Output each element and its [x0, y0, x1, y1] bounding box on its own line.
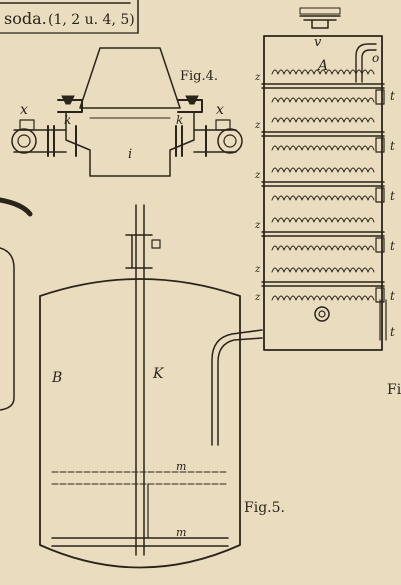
- column-label-v: v: [314, 35, 322, 50]
- fig5-label-K: K: [152, 366, 165, 382]
- column-label-z: z: [254, 170, 261, 181]
- column-coil: [271, 245, 375, 251]
- column-coil: [271, 167, 375, 173]
- column-trays: [261, 69, 385, 303]
- fig4-body: [65, 111, 195, 177]
- left-edge-fragment-bar: [0, 197, 33, 217]
- column-label-z: z: [254, 72, 261, 83]
- fig4-hood: [79, 47, 181, 109]
- column-coil: [271, 117, 375, 123]
- column-coil: [271, 217, 375, 223]
- column-overflow-pipe: [355, 43, 377, 83]
- fig5-label-m-upper: m: [176, 460, 186, 473]
- fig4-label-x-left: x: [20, 102, 28, 118]
- column-coil: [271, 267, 375, 273]
- column-t-labels: t t t t t t: [390, 89, 395, 339]
- fig5-vessel: [39, 278, 241, 569]
- fig4-caption: Fig.4.: [180, 69, 218, 84]
- fig4-group: x x k k i Fig.4.: [11, 47, 243, 177]
- column-group: v A o t t t t t t z z z z z z: [254, 7, 395, 351]
- column-coil: [271, 195, 375, 201]
- fig5-stirrer-lower: [51, 537, 229, 547]
- fig5-label-m-lower: m: [176, 526, 186, 539]
- column-label-A: A: [316, 58, 328, 74]
- column-label-z: z: [254, 264, 261, 275]
- fig4-pipe-end-right-inner: [223, 134, 237, 148]
- fig5-inlet-pipe: [211, 329, 263, 446]
- fig4-clamp-left: [61, 95, 75, 105]
- column-coil: [271, 145, 375, 151]
- column-label-z: z: [254, 220, 261, 231]
- column-tray-gauge: [375, 187, 385, 203]
- fig5-group: B K m m Fig.5.: [39, 204, 285, 569]
- column-z-labels: z z z z z z: [254, 72, 261, 303]
- column-tray-gauge: [375, 89, 385, 105]
- column-manhole-inner: [318, 310, 326, 318]
- column-tray-gauge: [375, 237, 385, 253]
- column-tray-plate: [261, 83, 385, 89]
- fig4-pipe-end-left: [11, 128, 37, 154]
- column-coil: [271, 97, 375, 103]
- column-coil: [271, 69, 375, 75]
- fig4-clamp-right: [185, 95, 199, 105]
- column-tray-gauge: [375, 137, 385, 153]
- column-shell: [263, 35, 383, 351]
- fig5-shaft: [135, 204, 145, 556]
- column-label-t: t: [390, 239, 395, 253]
- fig5-stirrer-upper: [51, 471, 229, 485]
- edge-fragment-fig: Fig: [387, 382, 401, 398]
- column-label-o: o: [372, 51, 379, 65]
- fig4-box-right: [215, 119, 231, 131]
- fig4-label-k-left: k: [64, 113, 71, 127]
- column-label-t: t: [390, 289, 395, 303]
- column-label-z: z: [254, 292, 261, 303]
- column-gauge-tube: [379, 299, 387, 341]
- fig4-pipe-flanges: [47, 125, 207, 157]
- fig5-caption: Fig.5.: [244, 500, 285, 516]
- column-manhole: [314, 306, 330, 322]
- header-refs: (1, 2 u. 4, 5): [48, 12, 135, 28]
- column-label-t: t: [390, 325, 395, 339]
- column-tray-plate: [261, 131, 385, 137]
- fig4-pipe-end-left-inner: [17, 134, 31, 148]
- column-tray-plate: [261, 281, 385, 287]
- column-coil: [271, 295, 375, 301]
- column-label-t: t: [390, 139, 395, 153]
- column-label-t: t: [390, 89, 395, 103]
- fig4-box-left: [19, 119, 35, 131]
- column-top-vent: [299, 15, 341, 29]
- fig5-valve: [151, 239, 161, 249]
- fig4-label-x-right: x: [216, 102, 224, 118]
- column-top-cap: [299, 7, 341, 15]
- fig5-label-B: B: [51, 370, 62, 386]
- fig5-shaft-coupling: [125, 234, 153, 269]
- fig4-label-k-right: k: [176, 113, 183, 127]
- column-tray-plate: [261, 181, 385, 187]
- left-edge-fragment-vessel: [0, 247, 15, 411]
- header-title: soda.: [4, 9, 47, 28]
- fig4-label-i: i: [128, 147, 132, 162]
- column-tray-plate: [261, 231, 385, 237]
- column-label-t: t: [390, 189, 395, 203]
- column-label-z: z: [254, 120, 261, 131]
